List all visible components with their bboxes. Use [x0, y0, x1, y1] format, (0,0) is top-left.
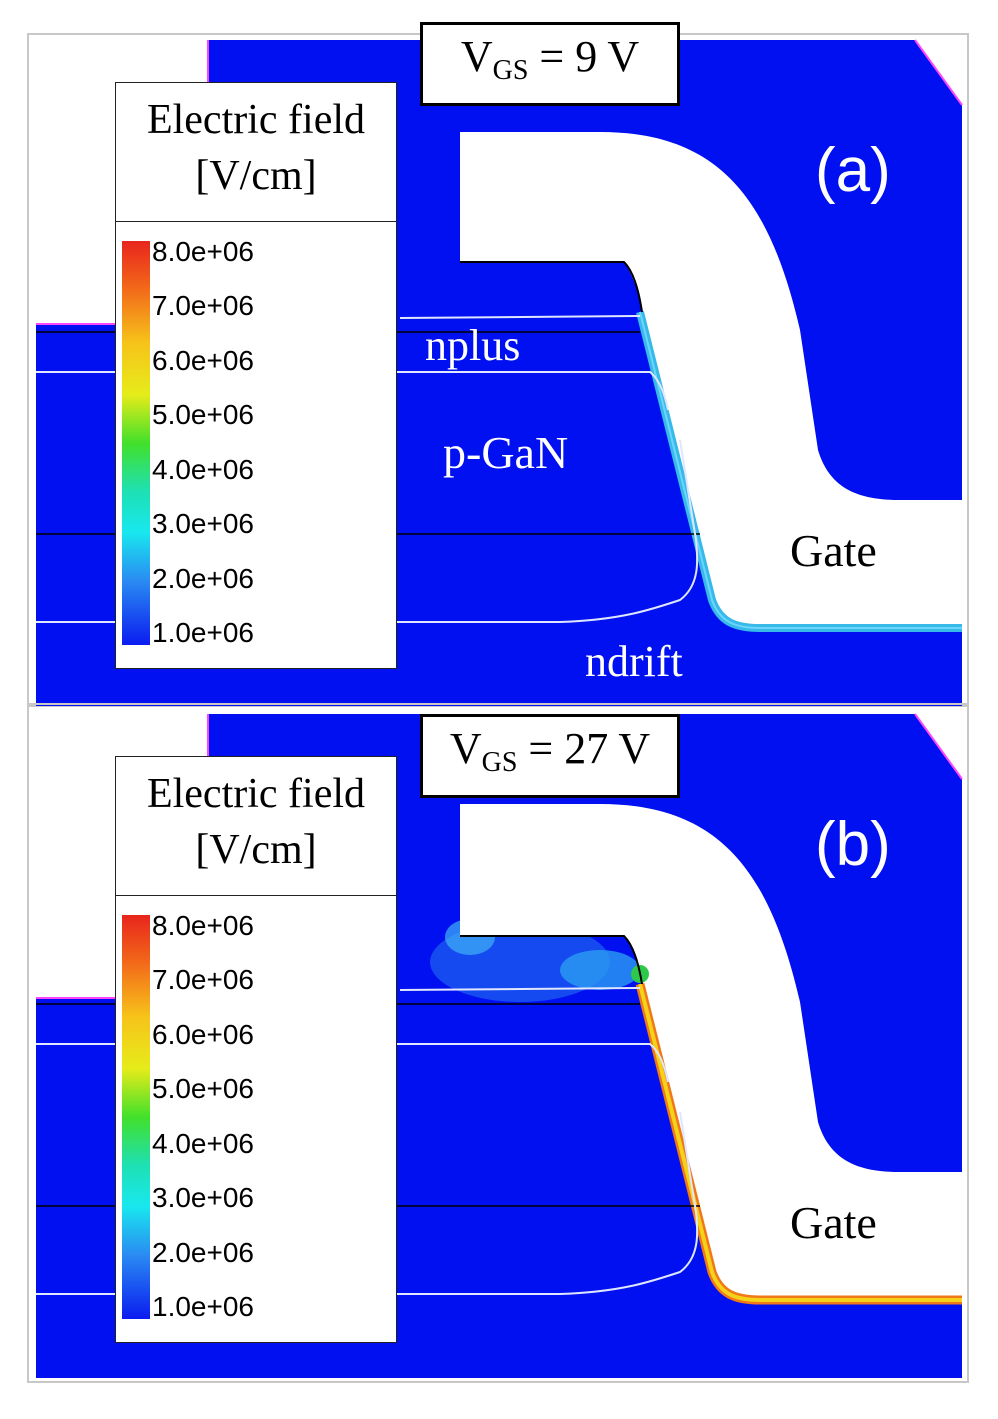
legend-title-a: Electric field [146, 97, 366, 143]
legend-title-b: Electric field [146, 771, 366, 817]
tick-label: 2.0e+06 [152, 1237, 254, 1268]
tick-label: 3.0e+06 [152, 508, 254, 539]
region-label-ndrift: ndrift [585, 637, 683, 686]
vgs-label-b: VGS = 27 V [420, 714, 680, 798]
gate-electrode [460, 804, 962, 1302]
panel-b: VGS = 27 V (b) Electric field [V/cm] 8.0… [0, 672, 998, 1392]
tick-label: 8.0e+06 [152, 236, 254, 267]
legend-unit-a: [V/cm] [195, 153, 317, 199]
tick-label: 8.0e+06 [152, 910, 254, 941]
colorbar-b [122, 915, 150, 1319]
gate-label-a: Gate [790, 525, 877, 576]
tick-label: 5.0e+06 [152, 399, 254, 430]
tick-label: 2.0e+06 [152, 563, 254, 594]
colorbar-legend-b: Electric field [V/cm] 8.0e+06 7.0e+06 6.… [115, 756, 397, 1343]
tick-label: 3.0e+06 [152, 1182, 254, 1213]
colorbar-legend-a: Electric field [V/cm] 8.0e+06 7.0e+06 6.… [115, 82, 397, 669]
panel-border [27, 703, 969, 1383]
panel-a: VGS = 9 V (a) Electric field [V/cm] 8.0e… [27, 22, 969, 707]
panel-tag-a: (a) [815, 136, 891, 205]
tick-label: 4.0e+06 [152, 1128, 254, 1159]
nplus-pgan-junction [36, 371, 669, 411]
tick-label: 4.0e+06 [152, 454, 254, 485]
tick-label: 7.0e+06 [152, 964, 254, 995]
gate-label-b: Gate [790, 1197, 877, 1248]
tick-label: 1.0e+06 [152, 617, 254, 648]
region-label-nplus: nplus [425, 321, 521, 370]
vgs-label-a: VGS = 9 V [420, 22, 680, 106]
tick-label: 5.0e+06 [152, 1073, 254, 1104]
tick-label: 6.0e+06 [152, 1019, 254, 1050]
panel-tag-b: (b) [815, 810, 891, 879]
tick-label: 6.0e+06 [152, 345, 254, 376]
tick-label: 7.0e+06 [152, 290, 254, 321]
gate-electrode [460, 132, 962, 630]
tick-label: 1.0e+06 [152, 1291, 254, 1322]
pgan-ndrift-junction [36, 439, 699, 623]
legend-unit-b: [V/cm] [195, 827, 317, 873]
colorbar-a [122, 241, 150, 645]
region-label-pgan: p-GaN [443, 427, 569, 478]
